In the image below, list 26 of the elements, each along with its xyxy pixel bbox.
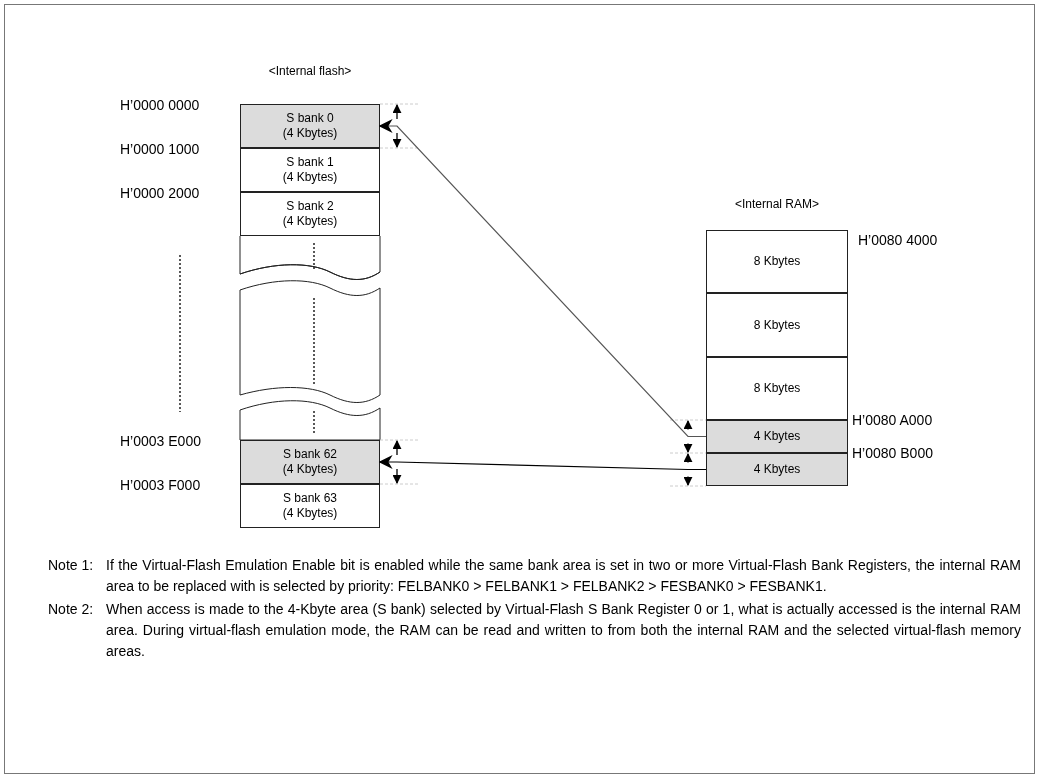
note-number: Note 2:: [48, 600, 94, 619]
note-text: If the Virtual-Flash Emulation Enable bit is enabled while the same bank area is set in two or more Virtual-Flash Bank Registers, the internal RAM area to be replaced with is selected by priority: FELBANK0 > FELBANK1 > FELBANK2 > FESBANK0 > FESBANK1.: [106, 556, 1021, 596]
address-label: H’0000 0000: [120, 97, 200, 113]
address-label: H’0080 4000: [858, 232, 938, 248]
memory-block: S bank 0 (4 Kbytes): [240, 104, 380, 148]
address-label: H’0080 B000: [852, 445, 933, 461]
address-label: H’0003 E000: [120, 433, 201, 449]
arrow: [378, 119, 707, 438]
memory-block: S bank 63 (4 Kbytes): [240, 484, 380, 528]
memory-block: S bank 1 (4 Kbytes): [240, 148, 380, 192]
memory-block: 8 Kbytes: [706, 230, 848, 293]
memory-block: S bank 62 (4 Kbytes): [240, 440, 380, 484]
arrow: [378, 455, 707, 471]
memory-block: 4 Kbytes: [706, 453, 848, 486]
note-text: When access is made to the 4-Kbyte area (S bank) selected by Virtual-Flash S Bank Register 0 or 1, what is actually accessed is the internal RAM area. During virtual-flash emulation mode, the RAM can be read and written to from both the internal RAM and the selected virtual-flash memory areas.: [106, 600, 1021, 661]
column-heading: <Internal flash>: [267, 64, 353, 78]
column-heading: <Internal RAM>: [733, 197, 820, 211]
memory-block: S bank 2 (4 Kbytes): [240, 192, 380, 236]
address-label: H’0003 F000: [120, 477, 201, 493]
address-label: H’0000 1000: [120, 141, 200, 157]
note-number: Note 1:: [48, 556, 94, 575]
address-label: H’0000 2000: [120, 185, 200, 201]
memory-block: 8 Kbytes: [706, 293, 848, 357]
address-label: H’0080 A000: [852, 412, 933, 428]
memory-block: 4 Kbytes: [706, 420, 848, 453]
memory-block: 8 Kbytes: [706, 357, 848, 420]
